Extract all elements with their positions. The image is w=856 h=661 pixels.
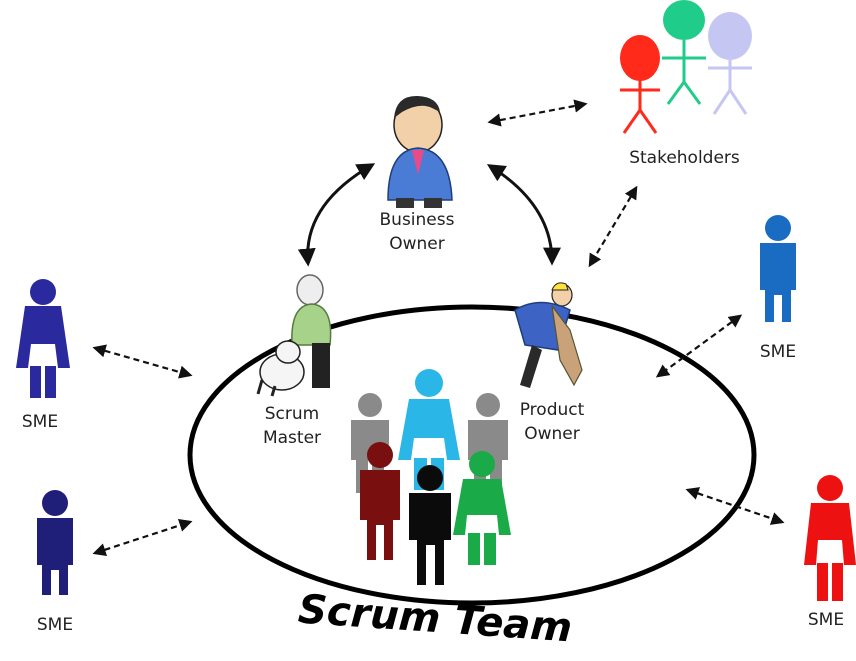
scrum-team-ellipse xyxy=(187,304,757,606)
scrum-master-label-line1: Scrum xyxy=(264,404,320,424)
product-owner-label: Product Owner xyxy=(506,398,598,446)
scrum-master-label: Scrum Master xyxy=(252,402,332,450)
arrow-business-to-product-owner xyxy=(486,164,561,266)
scrum-master-illustration xyxy=(256,274,332,397)
sme-top-left-person-icon xyxy=(16,279,70,398)
sme-right-person-icon xyxy=(760,215,796,322)
scrum-master-label-line2: Master xyxy=(262,428,322,448)
product-owner-label-line1: Product xyxy=(519,400,585,420)
sme-bottom-left-label: SME xyxy=(36,615,74,635)
arrow-sme-bottom-right xyxy=(685,487,785,525)
team-member-black-icon xyxy=(409,465,451,585)
business-owner-label-line1: Business xyxy=(379,210,455,230)
sme-bottom-right-person-icon xyxy=(804,475,856,601)
team-member-green-icon xyxy=(453,451,511,565)
product-owner-label-line2: Owner xyxy=(524,424,580,444)
sme-bottom-left-person-icon xyxy=(37,490,73,595)
sme-bottom-right-label: SME xyxy=(807,610,845,630)
sme-top-left-label: SME xyxy=(21,412,59,432)
arrow-stakeholders-to-product-owner xyxy=(588,185,638,268)
arrow-sme-right xyxy=(655,314,743,378)
stakeholder-red-icon xyxy=(620,35,660,134)
arrow-sme-bottom-left xyxy=(92,519,193,556)
arrow-sme-top-left xyxy=(92,344,193,379)
product-owner-illustration xyxy=(514,282,583,388)
stakeholders-label: Stakeholders xyxy=(629,148,740,168)
arrow-business-to-stakeholders xyxy=(487,99,588,127)
business-owner-label-line2: Owner xyxy=(389,234,445,254)
stakeholder-lavender-icon xyxy=(708,12,752,115)
team-member-grey-right-icon xyxy=(468,393,508,493)
business-owner-label: Business Owner xyxy=(372,208,462,256)
business-owner-illustration xyxy=(387,95,453,208)
sme-right-label: SME xyxy=(759,342,797,362)
team-member-darkred-icon xyxy=(360,442,400,560)
stakeholder-green-icon xyxy=(662,0,706,105)
arrow-business-to-scrum-master xyxy=(297,163,376,267)
